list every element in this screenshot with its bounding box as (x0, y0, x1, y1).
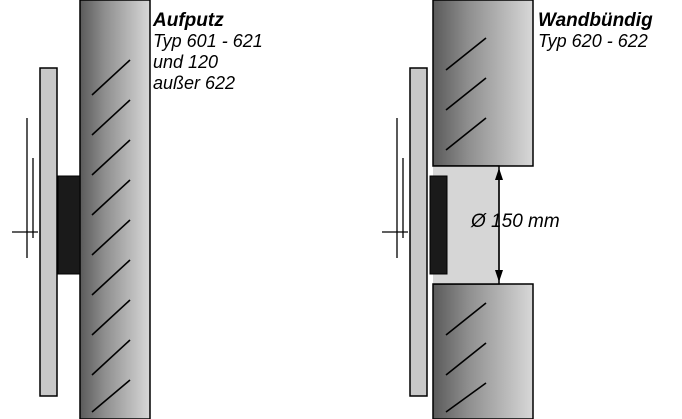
left-line-1: Typ 601 - 621 (153, 31, 263, 51)
left-motor (57, 175, 81, 275)
left-line-3: außer 622 (153, 73, 236, 93)
right-line-1: Typ 620 - 622 (538, 31, 648, 51)
left-cover-panel (39, 67, 58, 397)
right-cord (382, 118, 408, 258)
left-title: Aufputz (153, 10, 224, 31)
right-caption: Wandbündig Typ 620 - 622 (538, 10, 653, 52)
diameter-dimension-line (495, 168, 503, 282)
left-caption: Aufputz Typ 601 - 621 und 120 außer 622 (153, 10, 263, 94)
diameter-label: Ø 150 mm (471, 211, 560, 232)
right-wall-hatching (445, 37, 487, 413)
left-wall-hatching (91, 59, 131, 413)
right-cover-panel (409, 67, 428, 397)
right-wall-lower (432, 283, 534, 419)
left-assembly (12, 0, 151, 419)
right-title: Wandbündig (538, 10, 653, 31)
left-line-2: und 120 (153, 52, 219, 72)
left-cord (12, 118, 38, 258)
right-motor (429, 175, 448, 275)
left-wall (79, 0, 151, 419)
right-wall-upper (432, 0, 534, 167)
right-assembly (382, 0, 534, 419)
